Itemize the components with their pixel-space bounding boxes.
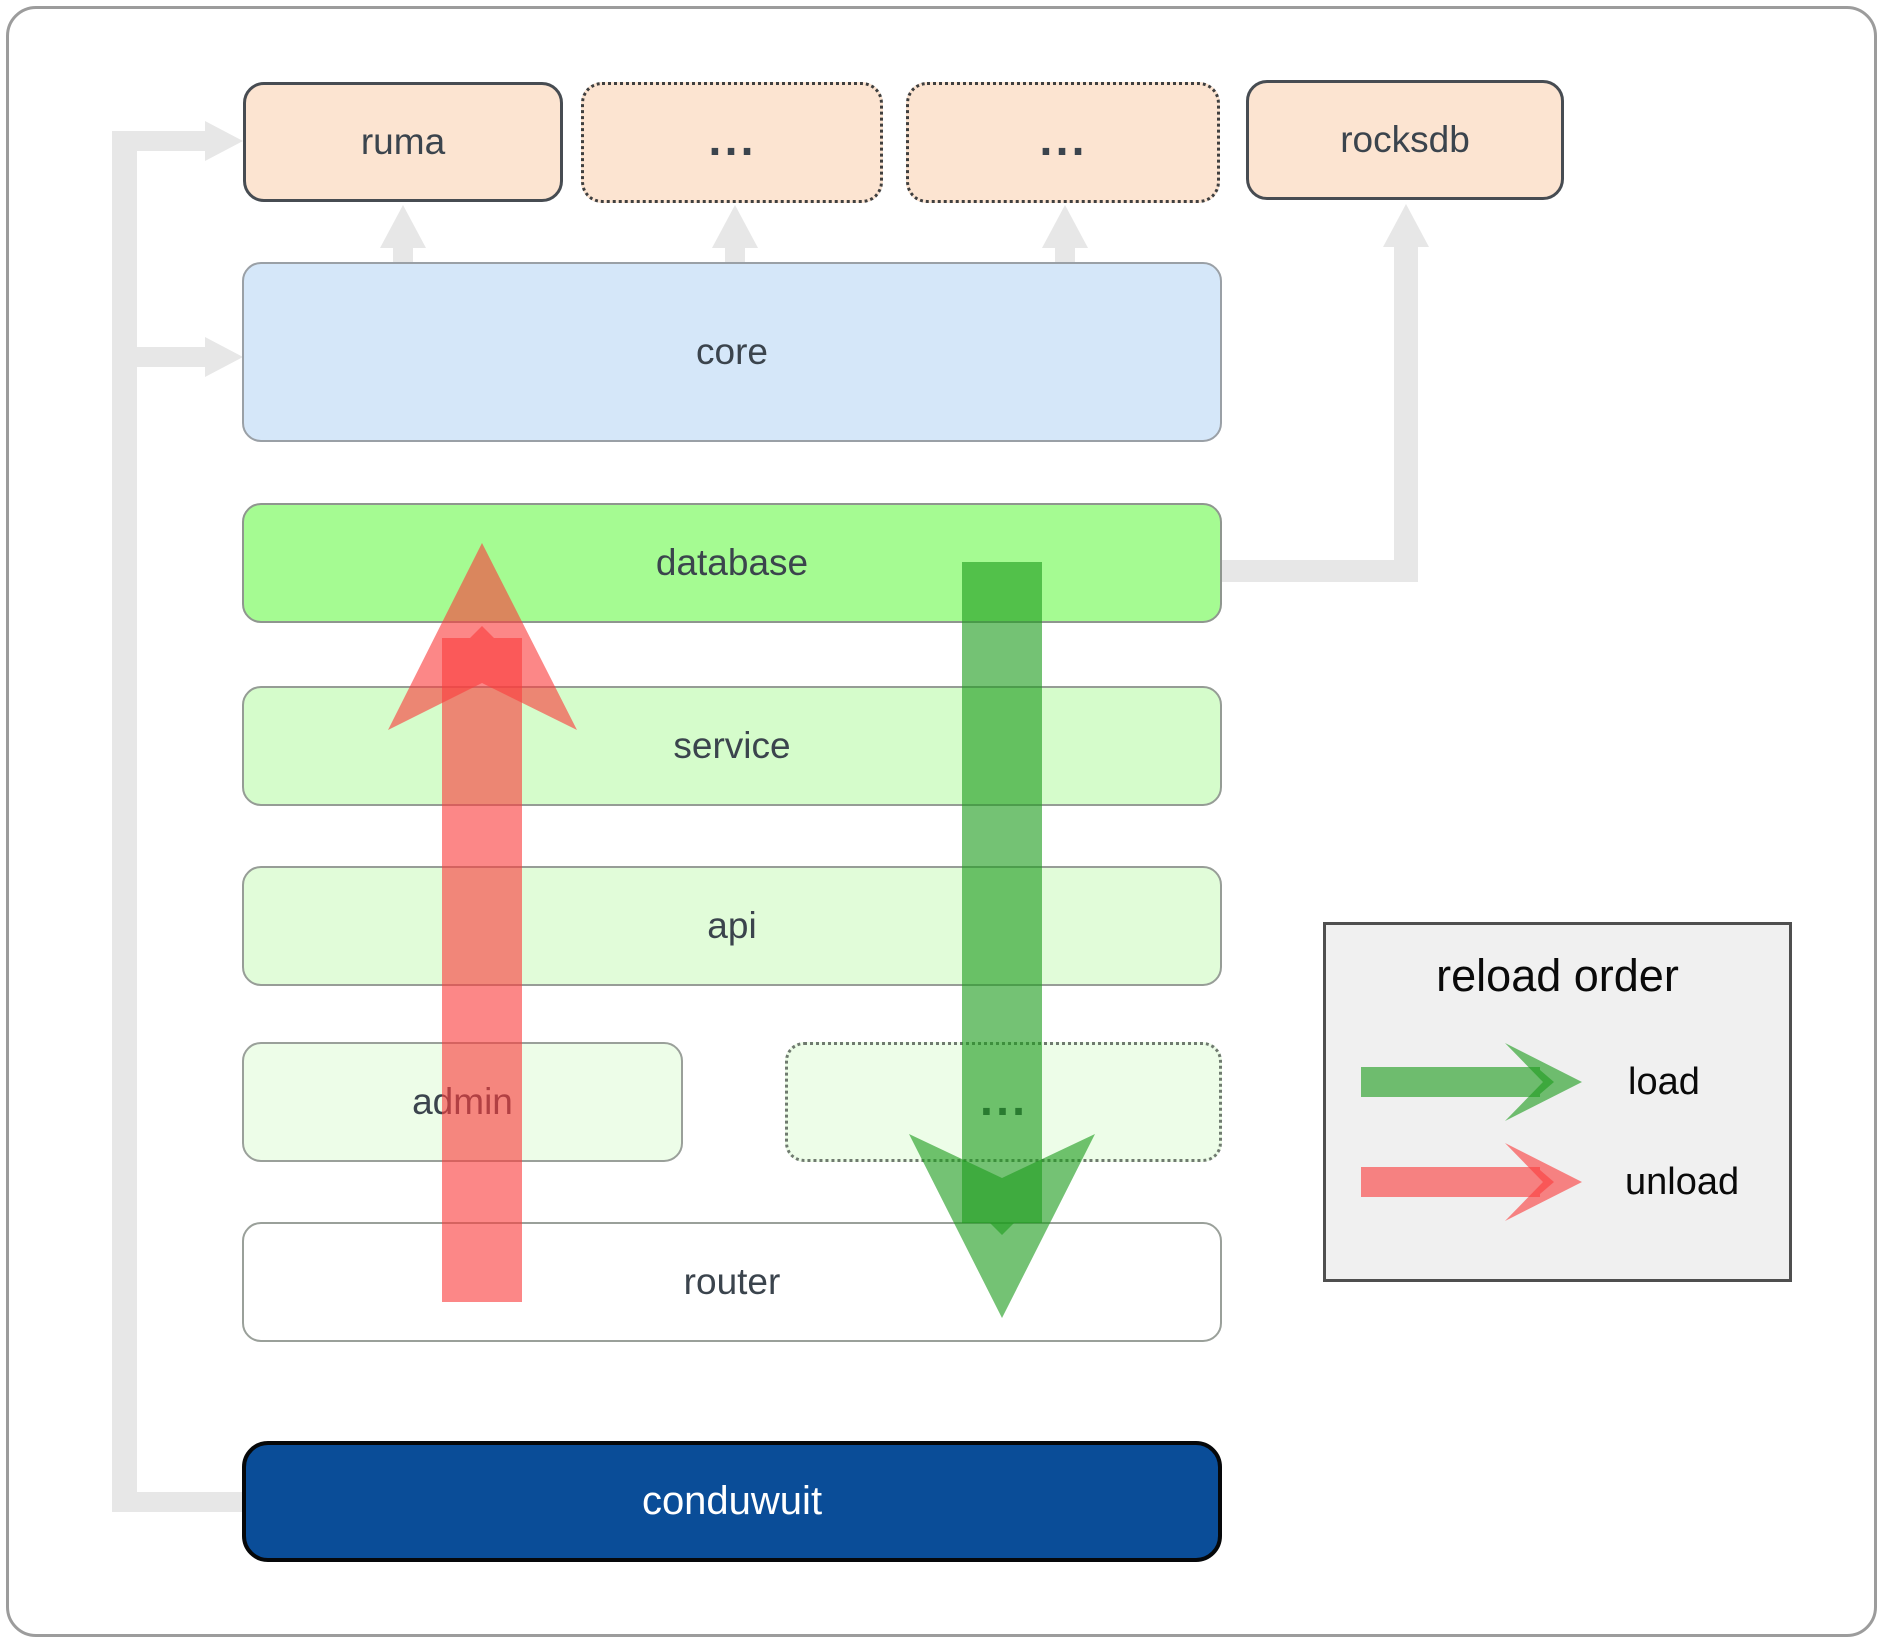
legend-load-label: load (1628, 1061, 1700, 1103)
node-database: database (242, 503, 1222, 623)
node-ellipsis-2: ... (906, 82, 1220, 203)
legend-title: reload order (1436, 950, 1679, 1001)
node-admin-ellipsis-label: ... (979, 1080, 1028, 1124)
node-admin-ellipsis: ... (785, 1042, 1222, 1162)
node-ellipsis-1: ... (581, 82, 883, 203)
node-database-label: database (655, 542, 809, 583)
node-rocksdb: rocksdb (1246, 80, 1564, 200)
node-service-label: service (673, 725, 791, 766)
legend-unload-label: unload (1625, 1161, 1740, 1203)
node-service: service (242, 686, 1222, 806)
node-conduwuit: conduwuit (242, 1441, 1222, 1562)
node-admin-label: admin (412, 1081, 513, 1122)
node-core-label: core (696, 331, 768, 372)
node-router-label: router (683, 1261, 781, 1302)
node-ruma: ruma (243, 82, 563, 202)
node-rocksdb-label: rocksdb (1340, 119, 1470, 160)
node-ellipsis-1-label: ... (707, 121, 757, 164)
node-api: api (242, 866, 1222, 986)
node-conduwuit-label: conduwuit (641, 1479, 823, 1523)
node-api-label: api (707, 905, 757, 946)
node-ellipsis-2-label: ... (1038, 121, 1088, 164)
diagram-frame (6, 6, 1877, 1637)
node-ruma-label: ruma (360, 121, 446, 162)
node-core: core (242, 262, 1222, 442)
node-admin: admin (242, 1042, 683, 1162)
node-router: router (242, 1222, 1222, 1342)
